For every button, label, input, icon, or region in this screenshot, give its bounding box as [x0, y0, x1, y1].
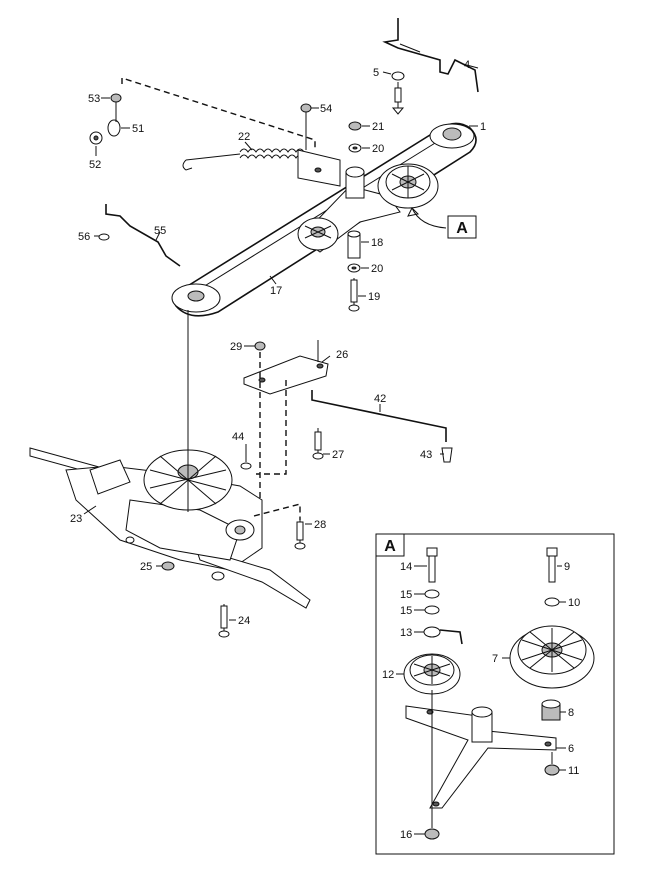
callout-43: 43: [420, 449, 432, 461]
callout-14: 14: [400, 561, 412, 573]
spring-22: [182, 148, 313, 171]
callout-22: 22: [238, 131, 250, 143]
callout-21: 21: [372, 121, 384, 133]
callout-27: 27: [332, 449, 344, 461]
nut-25: [161, 561, 175, 571]
nut-29: [254, 341, 266, 351]
cap-43: [441, 447, 453, 463]
pulley-7-top: [377, 163, 439, 209]
detail-a-pointer: A: [407, 207, 477, 239]
bushing-52: [89, 131, 103, 145]
callout-24: 24: [238, 615, 250, 627]
callout-12: 12: [382, 669, 394, 681]
callout-15-b: 15: [400, 605, 412, 617]
pulley-1: [429, 123, 475, 149]
washer-20-top: [348, 143, 362, 153]
fan-transaxle: [143, 448, 233, 512]
bolt-24: [218, 604, 230, 638]
bolt-9: [546, 547, 558, 583]
callout-52: 52: [89, 159, 101, 171]
bracket-upper: [297, 149, 341, 187]
callout-9: 9: [564, 561, 570, 573]
callout-26: 26: [336, 349, 348, 361]
bracket-26: [243, 340, 329, 395]
bolt-19: [348, 278, 360, 312]
callout-51: 51: [132, 123, 144, 135]
callout-53: 53: [88, 93, 100, 105]
pulley-12: [403, 653, 461, 695]
leader-lines: [83, 63, 566, 835]
eye-bolt-51: [107, 102, 121, 137]
callout-11: 11: [568, 765, 579, 777]
callout-1: 1: [480, 121, 486, 133]
callout-19: 19: [368, 291, 380, 303]
callout-54: 54: [320, 103, 332, 115]
pulley-7: [509, 625, 595, 689]
detail-a-pointer-label: A: [456, 220, 468, 237]
bushing-8: [541, 699, 561, 721]
detail-a-box: A: [375, 533, 615, 855]
rod-42: [311, 390, 447, 442]
callout-56: 56: [78, 231, 90, 243]
nut-21: [348, 121, 362, 131]
callout-labels: 1 4 5 53 51 52 54 22 21 20 18 20 19 17 5…: [70, 59, 580, 841]
callout-55: 55: [154, 225, 166, 237]
nut-16: [424, 828, 440, 840]
callout-20-top: 20: [372, 143, 384, 155]
bolt-5: [391, 71, 405, 115]
callout-29: 29: [230, 341, 242, 353]
callout-20-bottom: 20: [371, 263, 383, 275]
callout-8: 8: [568, 707, 574, 719]
idler-arm-6: [405, 705, 557, 809]
callout-25: 25: [140, 561, 152, 573]
callout-23: 23: [70, 513, 82, 525]
bolt-27: [312, 428, 324, 460]
callout-16: 16: [400, 829, 412, 841]
pulley-12-top: [297, 217, 339, 251]
dashed-leader-53: [121, 77, 316, 148]
callout-17: 17: [270, 285, 282, 297]
callout-5: 5: [373, 67, 379, 79]
dashed-leader-26: [256, 380, 287, 475]
callout-28: 28: [314, 519, 326, 531]
callout-10: 10: [568, 597, 580, 609]
rod-55: [98, 204, 181, 267]
callout-13: 13: [400, 627, 412, 639]
callout-18: 18: [371, 237, 383, 249]
bracket-13: [423, 626, 463, 645]
callout-4: 4: [464, 59, 470, 71]
bolt-14: [426, 547, 438, 583]
callout-44: 44: [232, 431, 244, 443]
nut-53: [110, 93, 122, 103]
bolt-28: [294, 520, 306, 550]
washer-20-bottom: [347, 263, 361, 273]
washer-10: [544, 597, 560, 607]
washer-44: [240, 462, 252, 470]
detail-a-label: A: [384, 538, 396, 555]
transaxle-pulley: [171, 283, 221, 313]
callout-6: 6: [568, 743, 574, 755]
dashed-leader-28: [253, 503, 301, 520]
nut-54: [300, 103, 312, 150]
washer-15-b: [424, 605, 440, 615]
washer-15-a: [424, 589, 440, 599]
control-rod-4: [382, 18, 479, 93]
callout-15-a: 15: [400, 589, 412, 601]
callout-7: 7: [492, 653, 498, 665]
nut-11: [544, 764, 560, 776]
spacer-18: [347, 230, 361, 259]
callout-42: 42: [374, 393, 386, 405]
